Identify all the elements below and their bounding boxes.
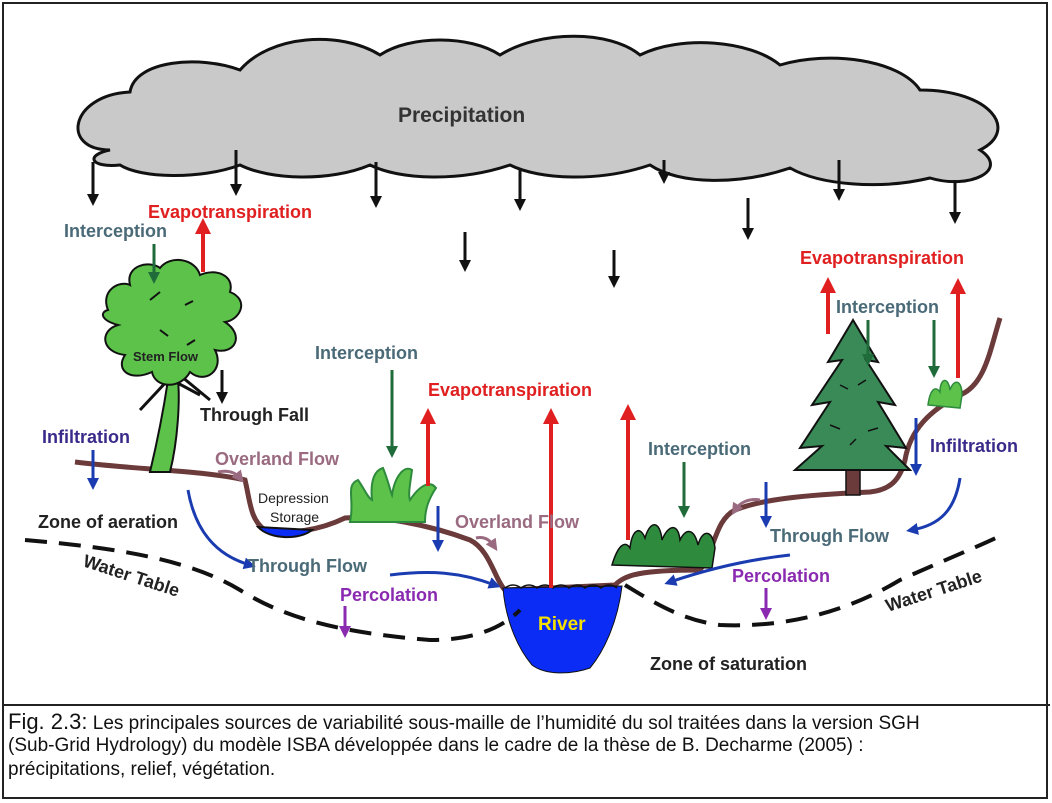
overland-flow-arrow-3 bbox=[731, 498, 761, 516]
depression-storage-label-2: Storage bbox=[270, 509, 319, 525]
water-table-label-2: Water Table bbox=[883, 566, 984, 616]
through-flow-arrow-1 bbox=[186, 489, 256, 570]
water-table-label-1: Water Table bbox=[81, 551, 182, 601]
figure-caption: Fig. 2.3: Les principales sources de var… bbox=[8, 710, 1052, 800]
rain-arrows bbox=[87, 150, 961, 288]
river-label: River bbox=[538, 614, 586, 635]
caption-divider bbox=[2, 704, 1050, 706]
through-flow-arrow-2 bbox=[389, 571, 501, 589]
precipitation-cloud bbox=[76, 34, 1000, 187]
hydrology-diagram: Precipitation River bbox=[24, 34, 1018, 674]
river bbox=[502, 585, 623, 674]
river-ripples bbox=[504, 584, 618, 589]
overland-flow-arrow-1 bbox=[217, 469, 244, 483]
precipitation-label: Precipitation bbox=[398, 104, 525, 127]
caption-text-1: Les principales sources de variabilité s… bbox=[87, 713, 920, 734]
interception-label-4: Interception bbox=[836, 297, 939, 317]
overland-flow-label-2: Overland Flow bbox=[455, 512, 580, 532]
depression-water bbox=[255, 525, 315, 539]
deciduous-tree bbox=[101, 259, 243, 473]
evapotranspiration-label-3: Evapotranspiration bbox=[800, 248, 964, 268]
through-flow-label-1: Through Flow bbox=[248, 556, 368, 576]
grass-right bbox=[927, 379, 963, 409]
overland-flow-arrow-2 bbox=[475, 536, 498, 551]
zone-of-aeration-label: Zone of aeration bbox=[38, 512, 178, 532]
water-table-line-right bbox=[623, 533, 1003, 628]
percolation-label-1: Percolation bbox=[340, 585, 438, 605]
figure-number: Fig. 2.3: bbox=[8, 710, 88, 734]
percolation-label-2: Percolation bbox=[732, 566, 830, 586]
stem-flow-label: Stem Flow bbox=[133, 349, 199, 364]
infiltration-label-2: Infiltration bbox=[930, 436, 1018, 456]
caption-line-1: Fig. 2.3: Les principales sources de var… bbox=[8, 710, 1052, 734]
caption-line-3: précipitations, relief, végétation. bbox=[8, 759, 276, 780]
through-flow-arrow-4 bbox=[664, 553, 791, 586]
infiltration-label-1: Infiltration bbox=[42, 427, 130, 447]
evapotranspiration-label-2: Evapotranspiration bbox=[428, 380, 592, 400]
zone-of-saturation-label: Zone of saturation bbox=[650, 654, 807, 674]
caption-line-2: (Sub-Grid Hydrology) du modèle ISBA déve… bbox=[8, 735, 864, 756]
interception-label-2: Interception bbox=[315, 343, 418, 363]
through-flow-label-2: Through Flow bbox=[770, 526, 890, 546]
overland-flow-label-1: Overland Flow bbox=[215, 449, 340, 469]
ground-surface bbox=[74, 317, 1003, 593]
evapotranspiration-label-1: Evapotranspiration bbox=[148, 202, 312, 222]
interception-label-1: Interception bbox=[64, 221, 167, 241]
grass-right-middle bbox=[611, 524, 716, 569]
through-fall-label: Through Fall bbox=[200, 405, 309, 425]
through-flow-arrow-3 bbox=[906, 477, 962, 535]
interception-label-3: Interception bbox=[648, 439, 751, 459]
depression-storage-label-1: Depression bbox=[258, 490, 329, 506]
conifer-tree bbox=[792, 318, 913, 496]
water-table-line-left bbox=[24, 538, 522, 643]
shrub-middle bbox=[348, 466, 438, 523]
